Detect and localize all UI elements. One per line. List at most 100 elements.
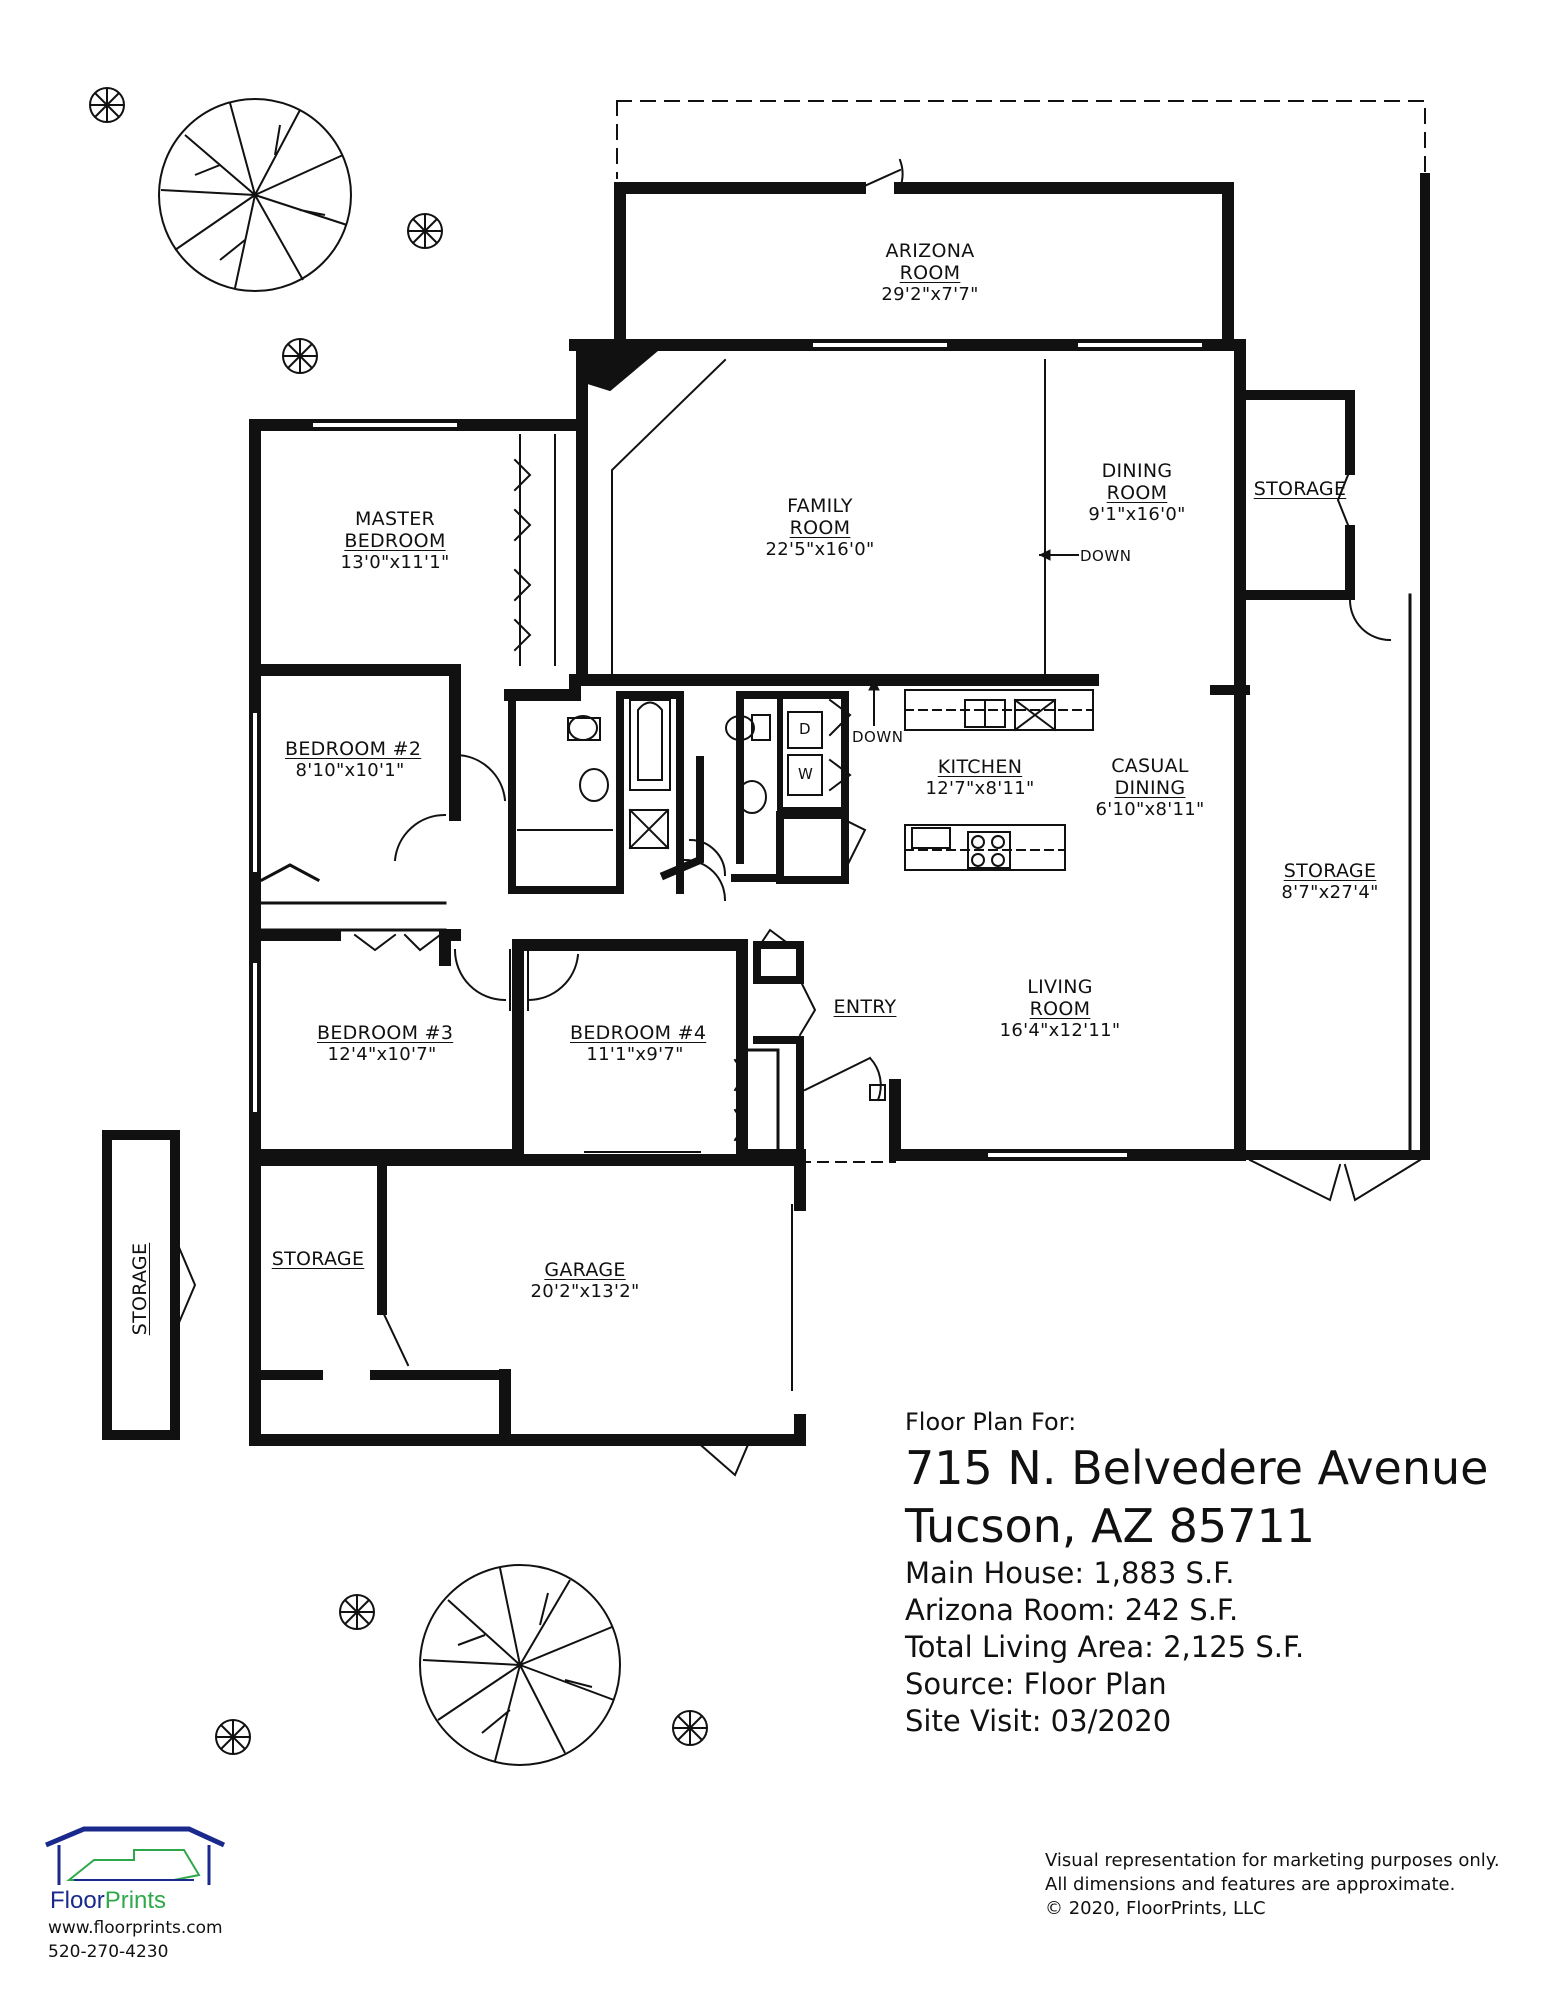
main-house-area: Main House: 1,883 S.F. (905, 1556, 1235, 1590)
dining-down-arrowhead (1038, 549, 1051, 561)
dryer-label: D (799, 720, 812, 738)
storage-right-bottom-doors (1248, 1158, 1422, 1202)
room-name: BEDROOM (344, 530, 446, 552)
room-name: BEDROOM #3 (317, 1022, 454, 1044)
room-dims: 6'10"x8'11" (1095, 799, 1205, 820)
washer (787, 754, 823, 796)
room-name: ROOM (789, 517, 851, 539)
bedroom4-top-door (758, 928, 792, 947)
storage-garage-label: STORAGE (268, 1248, 368, 1270)
room-name: DINING (1101, 460, 1173, 482)
storage-right-label: STORAGE 8'7"x27'4" (1270, 860, 1390, 904)
kitchen-label: KITCHEN 12'7"x8'11" (915, 756, 1045, 800)
storage-right-walls (1235, 173, 1430, 1160)
storage-shed-label: STORAGE (129, 1239, 151, 1339)
room-dims: 8'7"x27'4" (1281, 882, 1379, 903)
room-dims: 12'7"x8'11" (925, 778, 1035, 799)
tub (629, 699, 671, 791)
room-name: LIVING (1027, 976, 1093, 998)
room-name: DINING (1114, 777, 1186, 799)
laundry-down-label: DOWN (852, 728, 904, 746)
room-name: BEDROOM #2 (285, 738, 422, 760)
bedroom4-door (526, 949, 580, 1011)
arizona-room-area: Arizona Room: 242 S.F. (905, 1593, 1239, 1627)
storage-top-walls (1235, 390, 1355, 600)
bedroom4-label: BEDROOM #4 11'1"x9'7" (570, 1022, 706, 1066)
bath-walls (508, 691, 849, 894)
room-name: STORAGE (271, 1248, 365, 1270)
room-name: ROOM (1106, 482, 1168, 504)
disclaimer: Visual representation for marketing purp… (1045, 1849, 1500, 1921)
kitchen-sink (964, 699, 1006, 728)
kitchen-range-top (1013, 698, 1057, 732)
logo-word-floor: Floor (50, 1887, 105, 1914)
info-heading: Floor Plan For: (905, 1408, 1077, 1436)
storage-top-door (1336, 468, 1352, 532)
room-dims: 12'4"x10'7" (327, 1044, 437, 1065)
room-name: CASUAL (1111, 755, 1189, 777)
family-room-label: FAMILY ROOM 22'5"x16'0" (750, 495, 890, 561)
casual-dining-label: CASUAL DINING 6'10"x8'11" (1090, 755, 1210, 821)
bedroom3-label: BEDROOM #3 12'4"x10'7" (317, 1022, 454, 1066)
room-dims: 11'1"x9'7" (586, 1044, 684, 1065)
kitchen-counter-top (904, 689, 1094, 731)
burner-1 (971, 835, 985, 849)
tree-large-top (158, 98, 352, 292)
master-closet-doors (513, 458, 532, 652)
living-window-lines (989, 1151, 1126, 1159)
master-window-lines (314, 421, 456, 429)
living-room-label: LIVING ROOM 16'4"x12'11" (990, 976, 1130, 1042)
shower-box (628, 808, 670, 850)
bedroom4-closet (743, 1048, 780, 1152)
dryer (787, 711, 823, 749)
burner-4 (991, 853, 1005, 867)
shrub-6 (672, 1710, 708, 1746)
room-name: FAMILY (787, 495, 853, 517)
total-living-area: Total Living Area: 2,125 S.F. (905, 1630, 1305, 1664)
source-line: Source: Floor Plan (905, 1667, 1167, 1701)
logo-url[interactable]: www.floorprints.com (48, 1918, 223, 1938)
family-room-window-lines (814, 341, 1201, 349)
storage-right-door (1348, 598, 1392, 642)
shrub-4 (339, 1594, 375, 1630)
room-dims: 20'2"x13'2" (530, 1281, 640, 1302)
room-name: ROOM (1029, 998, 1091, 1020)
bedroom2-label: BEDROOM #2 8'10"x10'1" (285, 738, 422, 782)
master-closet-wall (519, 434, 556, 666)
tree-large-bottom (419, 1564, 621, 1766)
toilet-bowl-1 (568, 715, 598, 741)
bedroom2-window-lines (251, 714, 259, 871)
floorprints-logo-icon (45, 1826, 226, 1885)
address-line-1: 715 N. Belvedere Avenue (905, 1441, 1489, 1495)
arizona-overhang-dashed (616, 100, 1426, 179)
bedroom4-closet-doors (733, 1058, 747, 1142)
shrub-2 (407, 213, 443, 249)
room-name: STORAGE (129, 1242, 151, 1336)
toilet-2 (751, 714, 771, 741)
entry-closet-door (798, 978, 817, 1037)
family-left-wall (576, 339, 1099, 686)
storage-shed-door (176, 1243, 197, 1327)
copyright-line: © 2020, FloorPrints, LLC (1045, 1898, 1266, 1919)
arizona-room-label: ARIZONA ROOM 29'2"x7'7" (870, 240, 990, 306)
washer-label: W (798, 765, 814, 783)
entry-step (869, 1084, 886, 1101)
room-dims: 13'0"x11'1" (340, 552, 450, 573)
room-name: STORAGE (1283, 860, 1377, 882)
sink-2 (737, 780, 767, 814)
bedroom3-door (453, 948, 511, 1011)
shrub-3 (282, 338, 318, 374)
bedroom3-window-lines (251, 964, 259, 1111)
bedroom3-closet (353, 933, 442, 952)
logo-phone: 520-270-4230 (48, 1942, 169, 1962)
chimney-block (577, 347, 663, 392)
room-dims: 22'5"x16'0" (765, 539, 875, 560)
room-name: KITCHEN (937, 756, 1023, 778)
burner-2 (991, 835, 1005, 849)
fireplace-diagonal (611, 358, 727, 681)
room-name: GARAGE (544, 1259, 626, 1281)
garage-storage-door (380, 1308, 410, 1367)
room-name: STORAGE (1253, 478, 1347, 500)
master-bedroom-label: MASTER BEDROOM 13'0"x11'1" (330, 508, 460, 574)
